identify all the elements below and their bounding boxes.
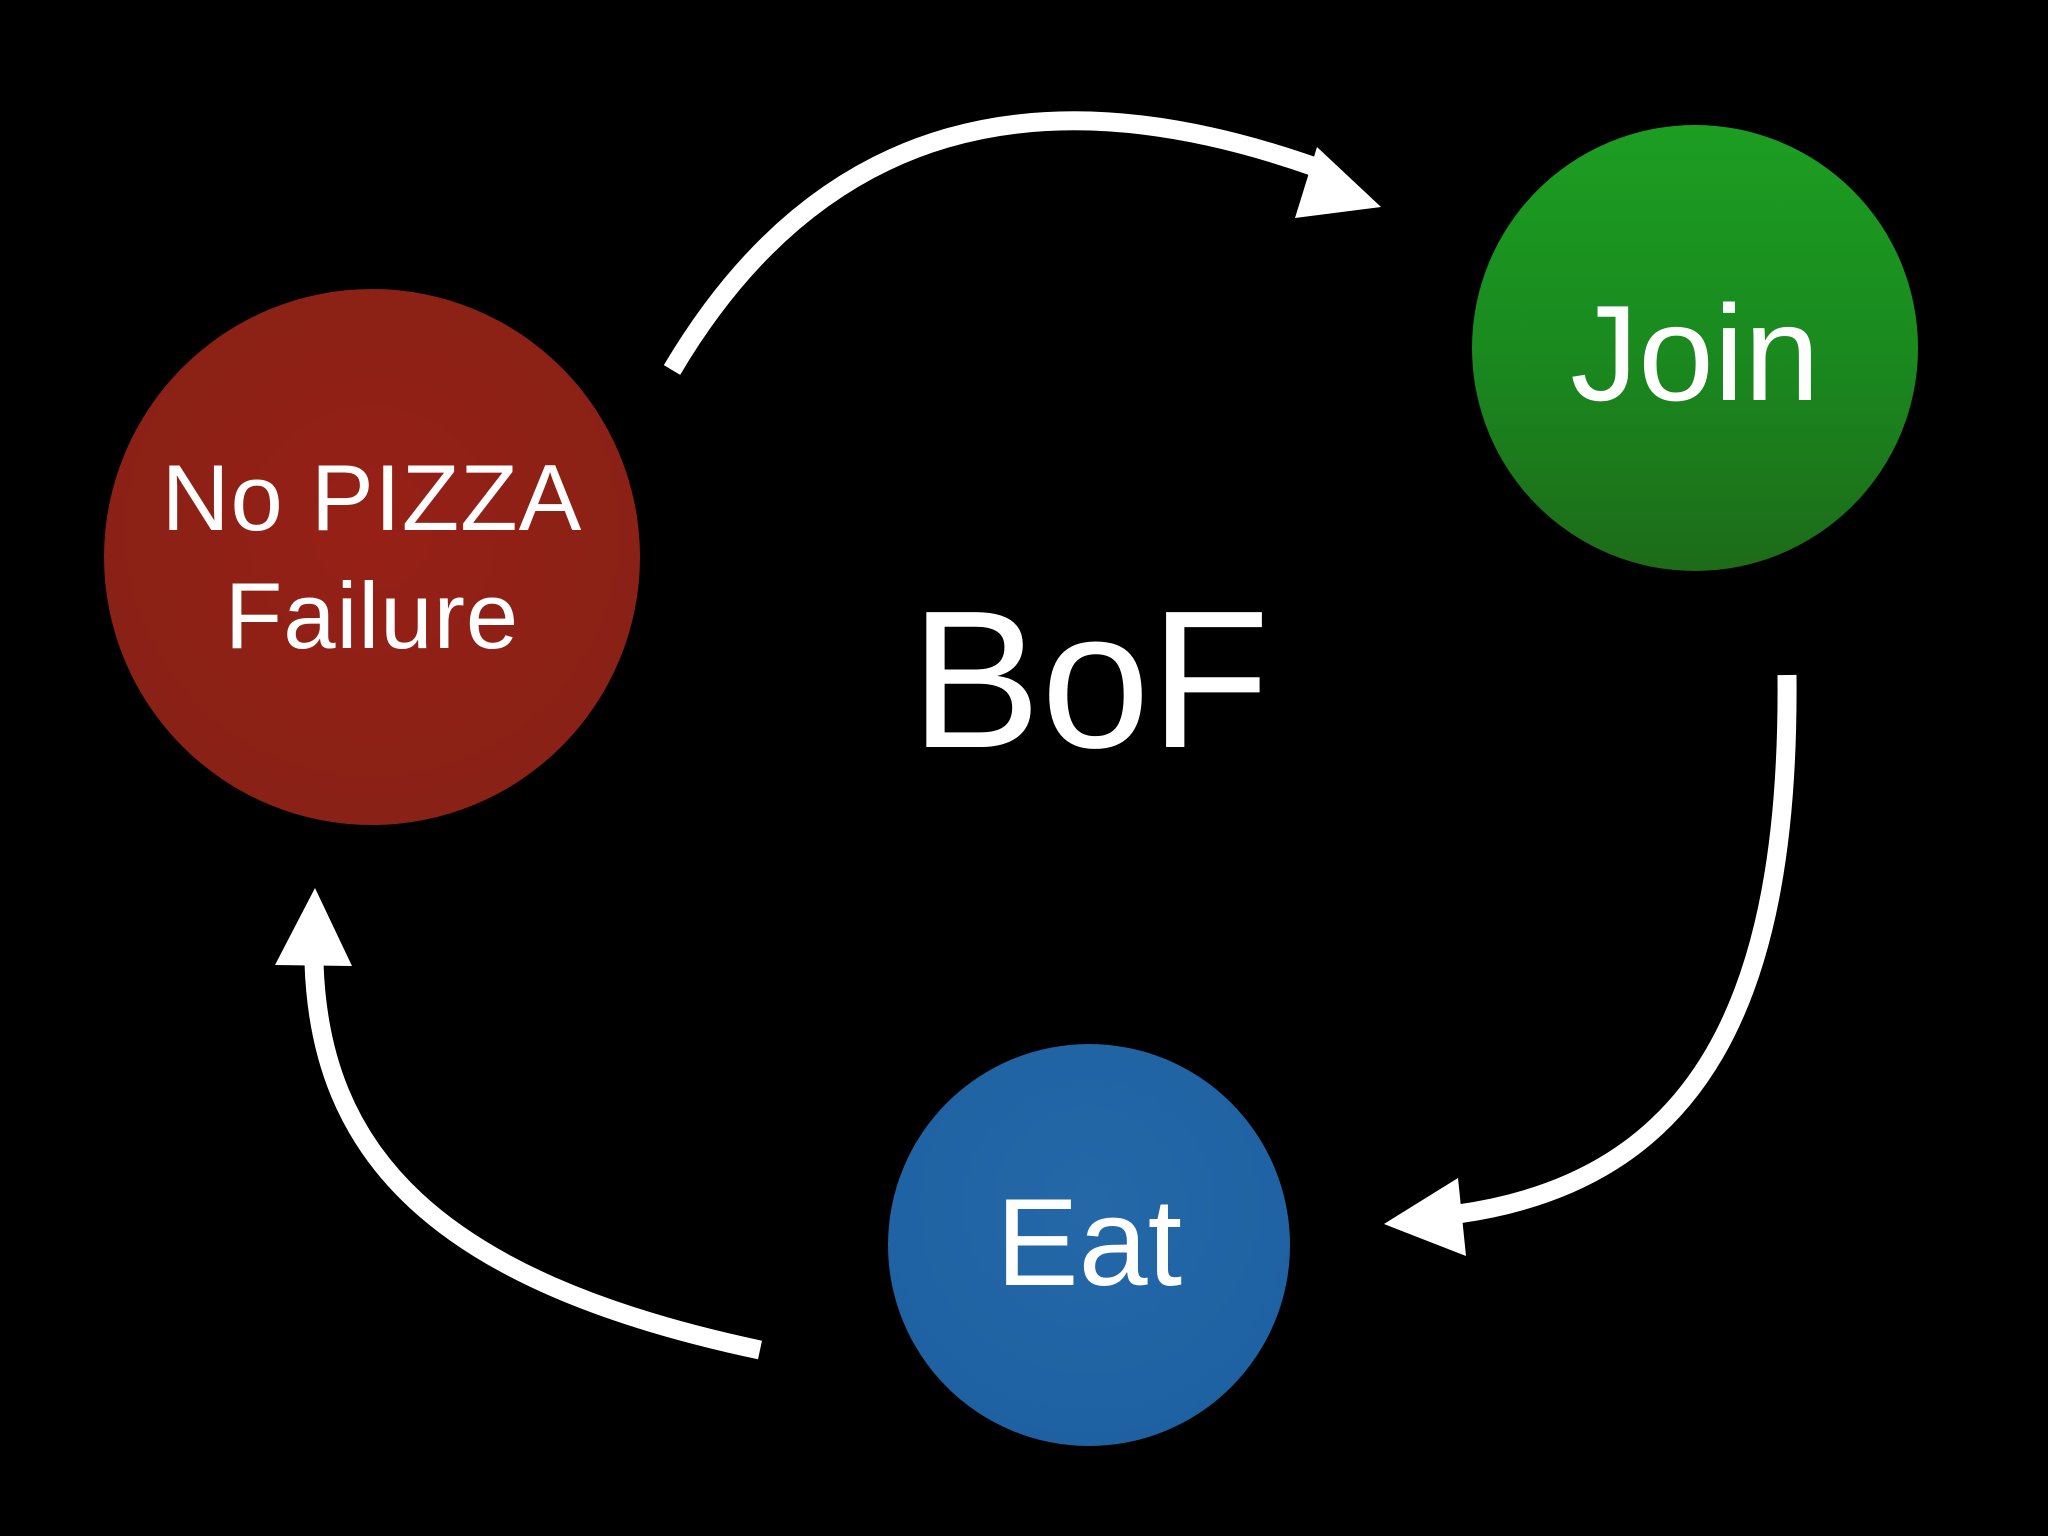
node-label-line: Join bbox=[1570, 277, 1820, 429]
diagram-title: BoF bbox=[910, 570, 1270, 789]
arrow-eat-to-nopizza bbox=[275, 888, 762, 1360]
arrow-join-to-eat bbox=[1384, 674, 1797, 1256]
node-no-pizza-failure: No PIZZA Failure bbox=[104, 289, 640, 825]
arrow-head bbox=[1384, 1178, 1466, 1256]
arrow-shaft bbox=[1456, 674, 1797, 1224]
arrow-nopizza-to-join bbox=[663, 111, 1381, 375]
arrow-head bbox=[1295, 147, 1381, 218]
node-label-line: Eat bbox=[995, 1173, 1183, 1312]
arrow-shaft bbox=[663, 111, 1319, 375]
node-join: Join bbox=[1472, 125, 1918, 571]
arrow-shaft bbox=[304, 962, 762, 1360]
node-label-line: No PIZZA bbox=[161, 445, 583, 550]
node-label-line: Failure bbox=[224, 563, 520, 668]
node-eat: Eat bbox=[888, 1044, 1290, 1446]
arrow-head bbox=[275, 888, 352, 966]
